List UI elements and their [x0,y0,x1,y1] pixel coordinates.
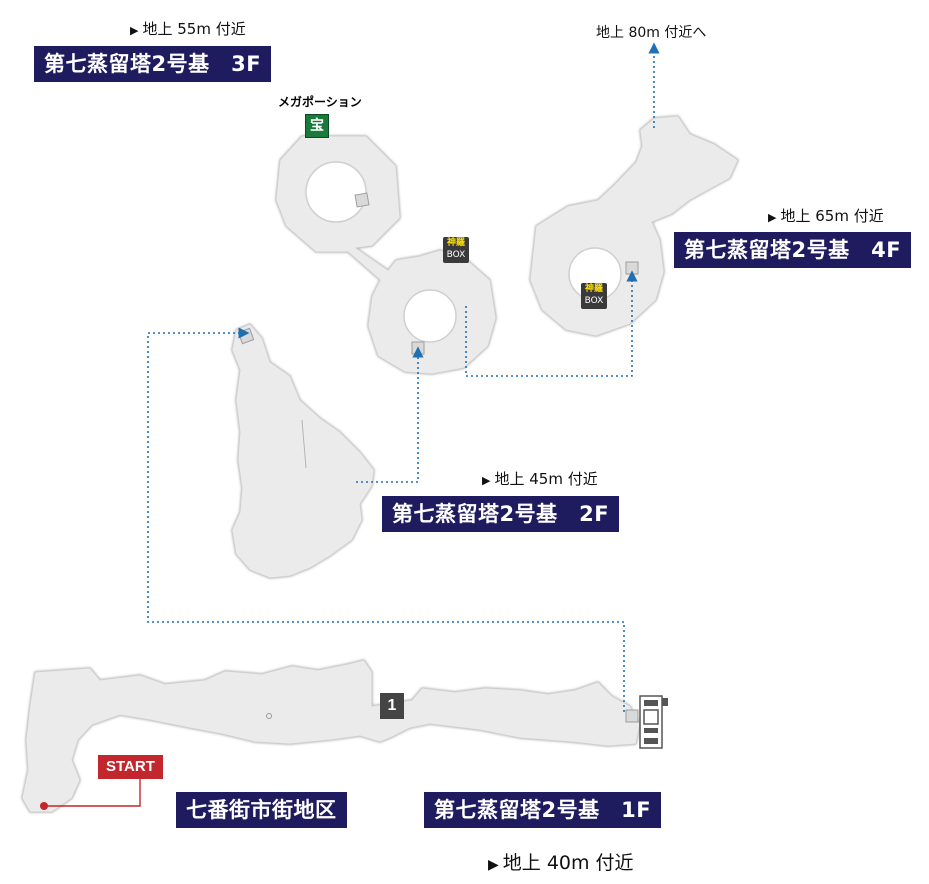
route-2f-to-3f [356,346,424,483]
treasure-icon: 宝 [305,114,329,138]
stair-1f [625,709,639,723]
treasure-name: メガポーション [278,95,362,109]
shinra-box-icon-4f: 神羅 BOX [581,283,607,309]
floor-1f-area [21,659,641,813]
start-line [44,776,141,807]
shinra-box-icon-3f: 神羅 BOX [443,237,469,263]
district-label: 七番街市街地区 [176,792,347,828]
triangle-icon: ▶ [130,24,139,37]
floor-2f-area [231,323,375,579]
altitude-1f-text: 地上 40m 付近 [502,852,634,874]
vending-machine-icon [639,695,668,749]
altitude-1f: ▶地上 40m 付近 [488,848,634,875]
ring-hole-upper [305,161,367,223]
altitude-3f: ▶地上 55m 付近 [130,18,246,39]
ring-notch [452,292,466,306]
altitude-2f-text: 地上 45m 付近 [494,470,598,488]
floor-2f-wall [301,419,307,469]
floor-4f-area [529,115,739,337]
number-marker: 1 [380,693,404,719]
altitude-80m: 地上 80m 付近へ [596,25,707,41]
floor-label-2f: 第七蒸留塔2号基 2F [382,496,620,532]
altitude-4f: ▶地上 65m 付近 [768,205,884,226]
stair-3f-a [354,192,370,208]
altitude-3f-text: 地上 55m 付近 [142,20,246,38]
altitude-4f-text: 地上 65m 付近 [780,207,884,225]
box-bottom-text: BOX [584,296,604,306]
altitude-2f: ▶地上 45m 付近 [482,468,598,489]
floor-label-4f: 第七蒸留塔2号基 4F [674,232,912,268]
triangle-icon: ▶ [488,857,499,873]
route-3f-to-4f [465,270,638,377]
floor-label-1f: 第七蒸留塔2号基 1F [424,792,662,828]
box-top-text: 神羅 [446,238,465,248]
triangle-icon: ▶ [482,474,491,487]
box-top-text: 神羅 [584,284,603,294]
triangle-icon: ▶ [768,211,777,224]
start-point [40,802,48,810]
stair-4f [625,261,639,275]
small-marker [266,713,272,719]
box-bottom-text: BOX [446,250,466,260]
ring-hole-lower [403,289,457,343]
route-1f-to-2f [147,327,625,712]
floor-label-3f: 第七蒸留塔2号基 3F [34,46,272,82]
start-label: START [98,755,163,779]
